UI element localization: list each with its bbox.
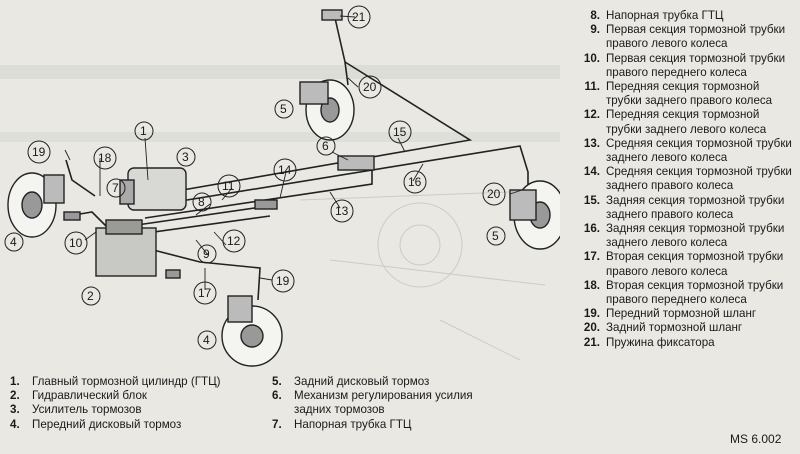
legend-item-1: 1.Главный тормозной цилиндр (ГТЦ)	[10, 375, 221, 388]
callout-9: 9	[203, 247, 210, 261]
callout-7: 7	[112, 181, 119, 195]
leader-lines	[64, 15, 523, 290]
callout-20: 20	[363, 80, 377, 94]
legend-item-19: 19.Передний тормозной шланг	[583, 307, 757, 321]
legend-item-4: 4.Передний дисковый тормоз	[10, 417, 182, 431]
callout-18: 18	[98, 151, 112, 165]
callout-19: 19	[32, 145, 46, 159]
callout-4b: 4	[203, 333, 210, 347]
legend-item-12: 12.Передняя секция тормозной трубки задн…	[583, 108, 767, 136]
callout-11: 11	[222, 179, 235, 193]
legend-right: 8.Напорная трубка ГТЦ 9.Первая секция то…	[566, 9, 796, 350]
callout-4: 4	[10, 235, 17, 249]
legend-item-15: 15.Задняя секция тормозной трубки заднег…	[583, 193, 785, 221]
callout-8: 8	[198, 195, 205, 209]
legend-item-8: 8.Напорная трубка ГТЦ	[590, 9, 724, 22]
callout-13: 13	[335, 204, 349, 218]
legend-item-21: 21.Пружина фиксатора	[583, 335, 715, 349]
callout-3: 3	[182, 150, 189, 164]
callout-5: 5	[280, 102, 287, 116]
legend-item-18: 18.Вторая секция тормозной трубки правог…	[583, 278, 784, 307]
callout-2: 2	[87, 289, 94, 303]
callout-6: 6	[322, 139, 329, 153]
legend-bottom-col1: 1.Главный тормозной цилиндр (ГТЦ) 2.Гидр…	[10, 375, 265, 432]
legend-item-6: 6.Механизм регулирования усилия задних т…	[272, 389, 473, 417]
legend-item-9: 9.Первая секция тормозной трубки правого…	[590, 23, 786, 51]
legend-item-7: 7.Напорная трубка ГТЦ	[272, 417, 412, 431]
callout-14: 14	[278, 163, 292, 177]
callout-20b: 20	[487, 187, 501, 201]
callout-circles	[4, 5, 506, 350]
figure-code: MS 6.002	[730, 432, 782, 446]
callout-17: 17	[198, 286, 212, 300]
callout-12: 12	[227, 234, 241, 248]
callout-15: 15	[393, 125, 407, 139]
brake-components	[7, 9, 560, 367]
callout-19b: 19	[276, 274, 290, 288]
legend-item-16: 16.Задняя секция тормозной трубки заднег…	[583, 222, 785, 250]
brake-lines-diagram: 1 2 3 4 4 5 5 6 7 8 9 10 11 12 13 14 15 …	[0, 5, 560, 367]
legend-item-11: 11.Передняя секция тормозной трубки задн…	[584, 80, 773, 108]
callout-labels: 1 2 3 4 4 5 5 6 7 8 9 10 11 12 13 14 15 …	[10, 10, 501, 347]
legend-item-5: 5.Задний дисковый тормоз	[272, 375, 430, 388]
legend-item-17: 17.Вторая секция тормозной трубки правог…	[583, 250, 784, 278]
legend-item-10: 10.Первая секция тормозной трубки правог…	[583, 51, 786, 79]
background-ghost-drawing	[0, 65, 560, 361]
legend-item-20: 20.Задний тормозной шланг	[583, 321, 743, 335]
legend-bottom-col2: 5.Задний дисковый тормоз 6.Механизм регу…	[272, 375, 507, 432]
callout-5b: 5	[492, 229, 499, 243]
legend-item-14: 14.Средняя секция тормозной трубки задне…	[583, 165, 792, 193]
callout-1: 1	[140, 124, 147, 138]
legend-item-13: 13.Средняя секция тормозной трубки задне…	[583, 136, 792, 165]
callout-21: 21	[352, 10, 366, 24]
callout-16: 16	[408, 175, 422, 189]
callout-10: 10	[69, 236, 83, 250]
legend-item-3: 3.Усилитель тормозов	[10, 403, 142, 417]
legend-item-2: 2.Гидравлический блок	[10, 389, 147, 403]
